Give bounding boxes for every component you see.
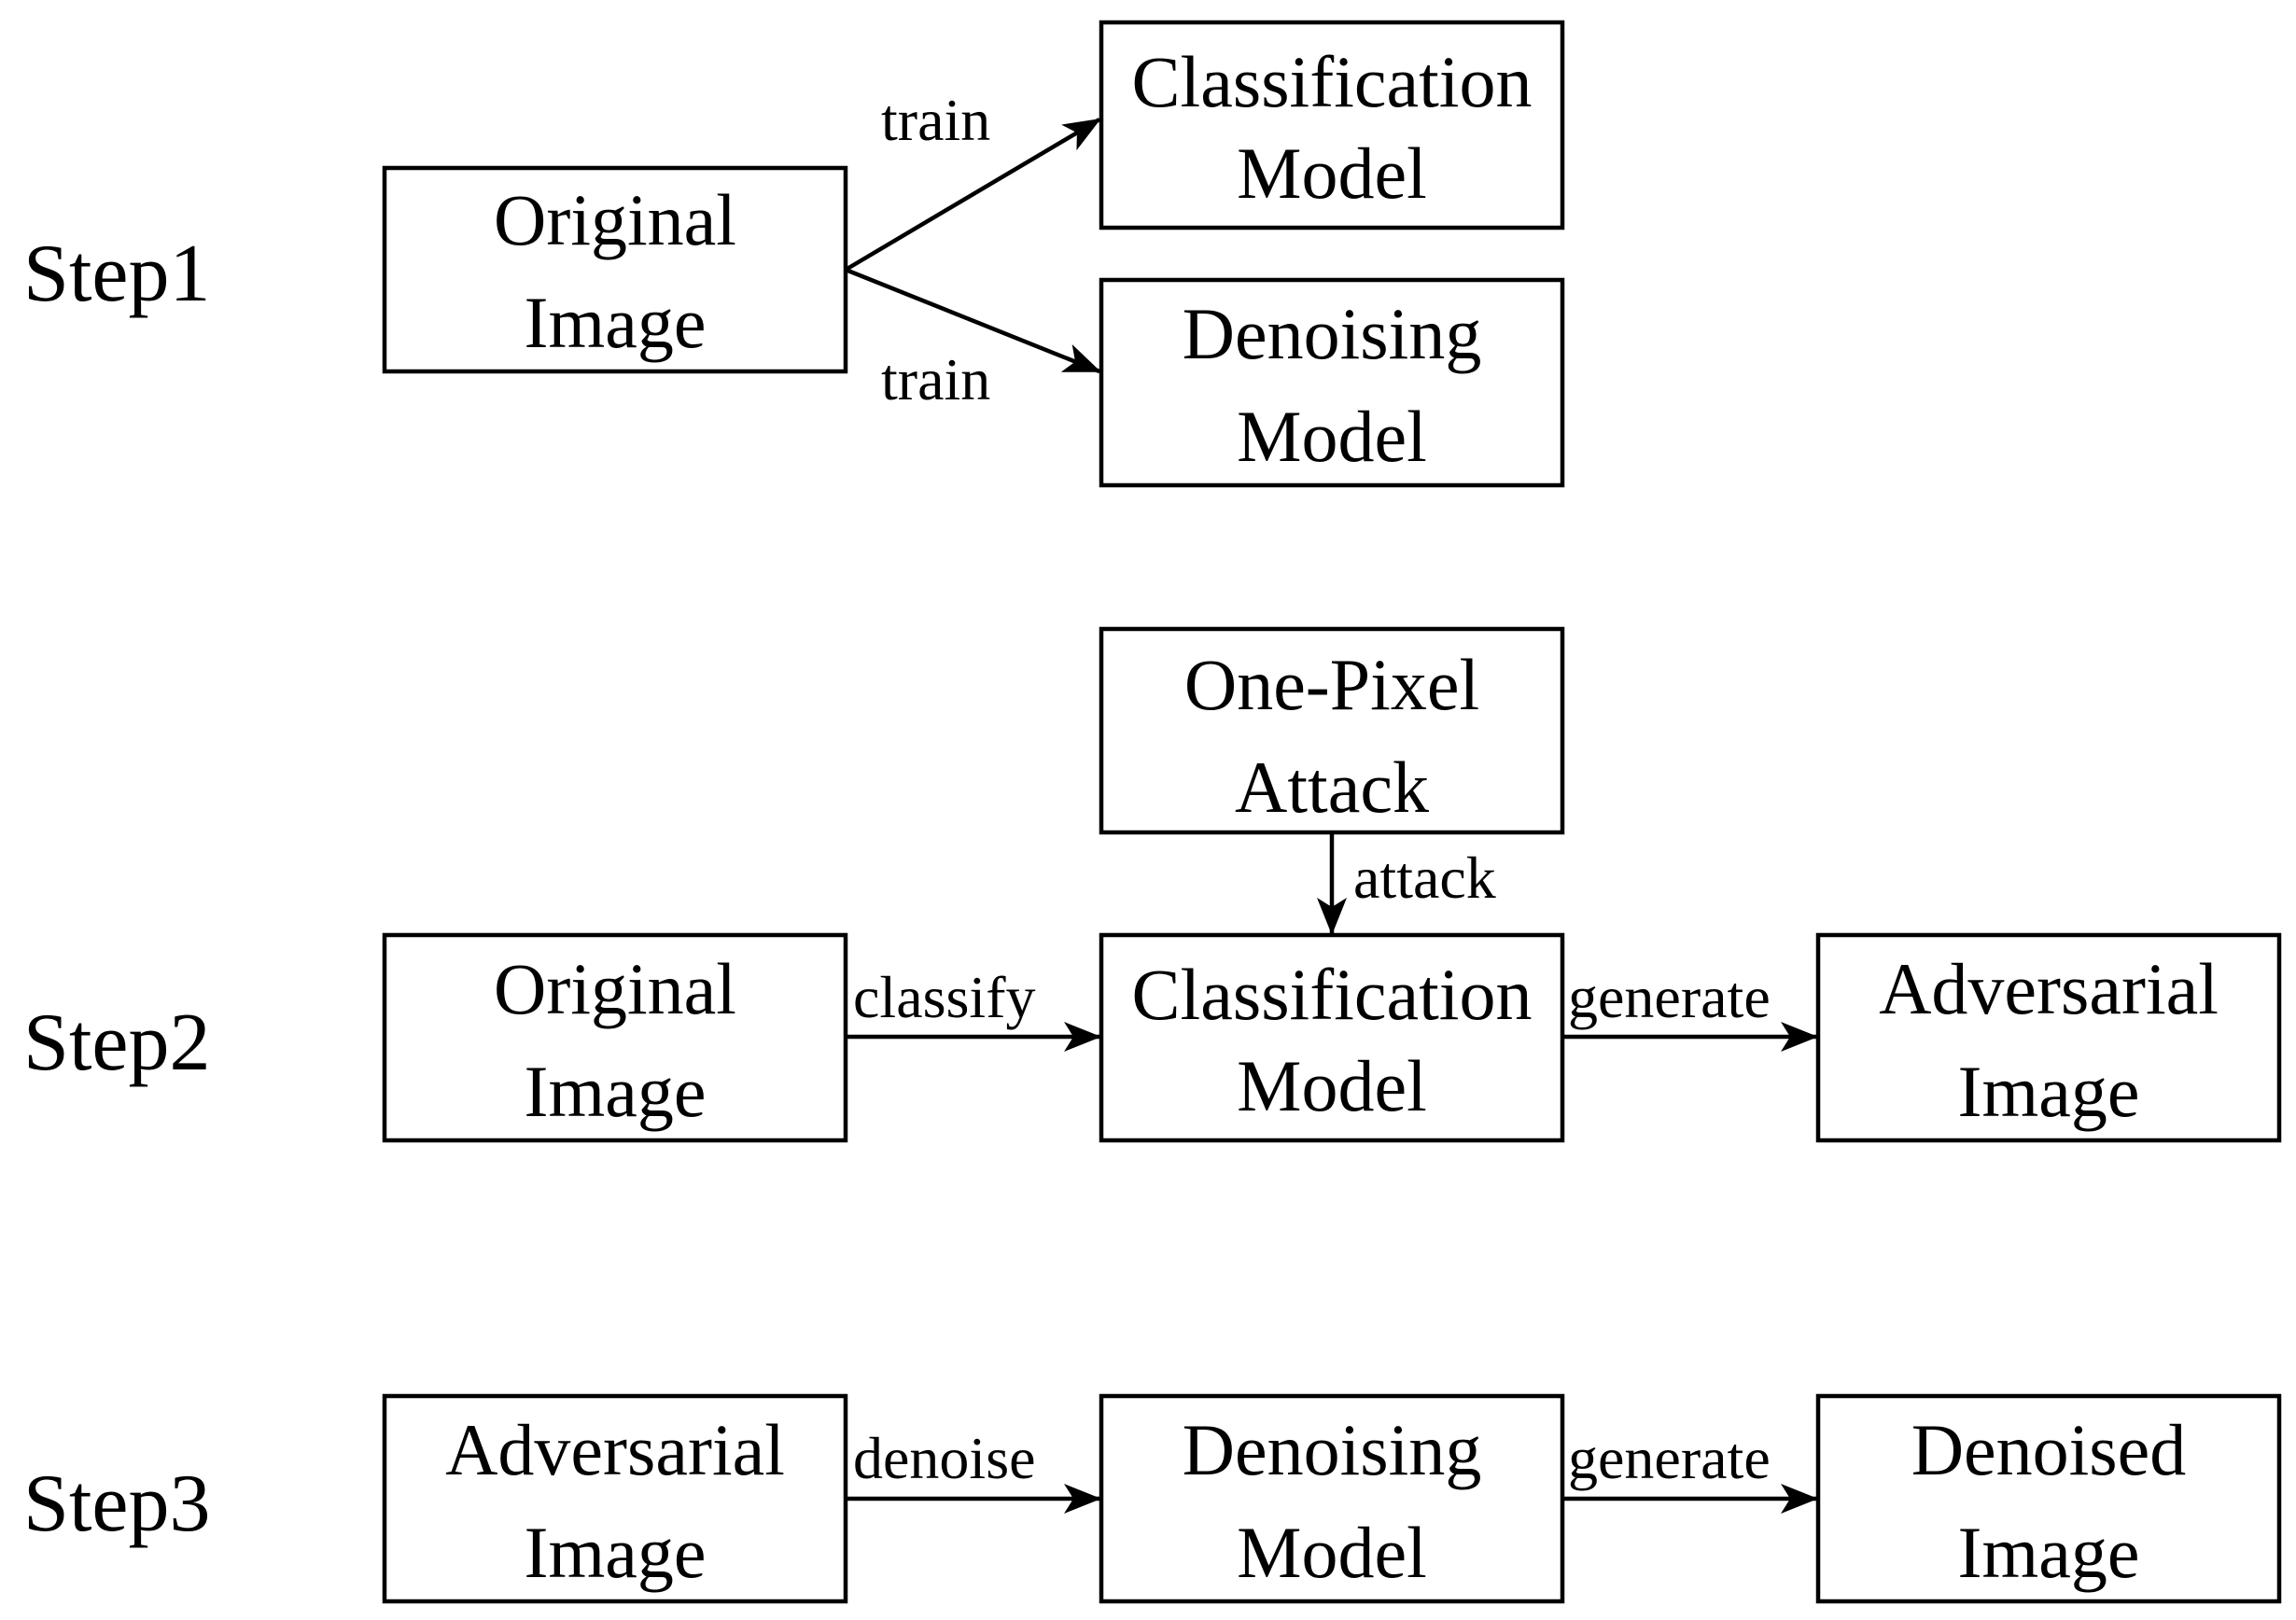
node-label-line1: Original [494,948,736,1029]
step3-edge-label-denoise: denoise [853,1425,1036,1491]
step3-adversarial-image-node: Adversarial Image [382,1393,848,1604]
step3-denoised-image-node: Denoised Image [1815,1393,2282,1604]
step2-one-pixel-attack-node: One-Pixel Attack [1099,626,1565,835]
node-label-line2: Image [1958,1051,2140,1132]
step3-edge-label-generate: generate [1568,1425,1771,1491]
step1-edge-label-train-bottom: train [881,346,990,412]
step1-denoising-model-node: Denoising Model [1099,277,1565,488]
step3-denoising-model-node: Denoising Model [1099,1393,1565,1604]
node-label-line1: Classification [1132,41,1533,122]
step1-label: Step1 [23,229,210,319]
node-label-line1: Classification [1132,954,1533,1035]
node-label-line1: Adversarial [1879,948,2219,1029]
node-label-line2: Model [1237,133,1427,214]
step3-label: Step3 [23,1459,210,1549]
node-label-line1: Original [494,179,736,260]
step1-train-arrow-top [844,118,1101,272]
step2-edge-label-classify: classify [853,964,1036,1030]
node-label-line1: Denoising [1183,1409,1482,1490]
node-label-line1: Denoising [1183,293,1482,374]
step1-classification-model-node: Classification Model [1099,20,1565,230]
step1-train-arrow-bottom [845,267,1101,374]
node-label-line2: Image [525,1051,707,1132]
step2-classification-model-node: Classification Model [1099,932,1565,1143]
step1-edge-label-train-top: train [881,87,990,153]
node-label-line1: One-Pixel [1184,644,1479,725]
node-label-line2: Image [1958,1512,2140,1593]
step1-original-image-node: Original Image [382,165,848,374]
node-label-line2: Model [1237,1512,1427,1593]
node-label-line1: Adversarial [445,1409,785,1490]
step2-adversarial-image-node: Adversarial Image [1815,932,2282,1143]
node-label-line2: Model [1237,396,1427,477]
step2-edge-label-attack: attack [1353,845,1496,911]
step2-edge-label-generate: generate [1568,964,1771,1030]
node-label-line2: Image [525,1512,707,1593]
node-label-line2: Image [525,282,707,363]
step2-label: Step2 [23,998,210,1088]
node-label-line2: Model [1237,1045,1427,1126]
node-label-line1: Denoised [1911,1409,2187,1490]
step2-original-image-node: Original Image [382,932,848,1143]
node-label-line2: Attack [1235,747,1429,828]
